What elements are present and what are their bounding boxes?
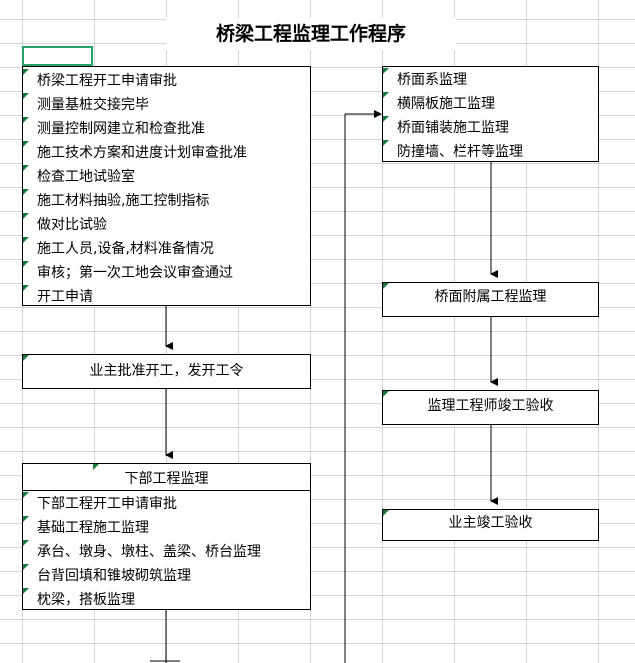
selected-cell[interactable] [22, 46, 93, 66]
engineer-acceptance-box: 监理工程师竣工验收 [382, 390, 599, 425]
substructure-header: 下部工程监理 [124, 471, 209, 487]
cell-marker-icon [23, 69, 29, 75]
cell-marker-icon [23, 588, 29, 594]
list-item: 桥面铺装施工监理 [383, 116, 598, 140]
cell-marker-icon [23, 165, 29, 171]
list-item: 台背回填和锥坡砌筑监理 [23, 564, 310, 588]
cell-marker-icon [23, 93, 29, 99]
cell-marker-icon [383, 68, 389, 74]
cell-marker-icon [23, 141, 29, 147]
cell-marker-icon [23, 237, 29, 243]
arrowhead-return [374, 110, 382, 118]
list-item: 开工申请 [23, 285, 310, 309]
ancillary-works-box: 桥面附属工程监理 [382, 282, 599, 317]
deck-system-box: 桥面系监理 横隔板施工监理 桥面铺装施工监理 防撞墙、栏杆等监理 [382, 66, 599, 162]
list-item: 下部工程开工申请审批 [23, 492, 310, 516]
cell-marker-icon [23, 516, 29, 522]
ancillary-works-label: 桥面附属工程监理 [434, 289, 547, 305]
cell-marker-icon [23, 564, 29, 570]
list-item: 测量控制网建立和检查批准 [23, 117, 310, 141]
list-item: 桥梁工程开工申请审批 [23, 69, 310, 93]
list-item: 施工材料抽验,施工控制指标 [23, 189, 310, 213]
cell-marker-icon [23, 540, 29, 546]
cell-marker-icon [23, 261, 29, 267]
owner-approval-box: 业主批准开工，发开工令 [22, 354, 311, 389]
start-approval-box: 桥梁工程开工申请审批 测量基桩交接完毕 测量控制网建立和检查批准 施工技术方案和… [22, 66, 311, 306]
owner-acceptance-label: 业主竣工验收 [448, 515, 533, 531]
cell-marker-icon [23, 117, 29, 123]
cell-marker-icon [383, 116, 389, 122]
cell-marker-icon [93, 464, 99, 470]
cell-marker-icon [383, 140, 389, 146]
owner-acceptance-box: 业主竣工验收 [382, 509, 599, 541]
owner-approval-label: 业主批准开工，发开工令 [89, 363, 244, 379]
cell-marker-icon [23, 492, 29, 498]
cell-marker-icon [383, 391, 389, 397]
cell-marker-icon [23, 355, 29, 361]
list-item: 承台、墩身、墩柱、盖梁、桥台监理 [23, 540, 310, 564]
list-item: 审核；第一次工地会议审查通过 [23, 261, 310, 285]
list-item: 枕梁，搭板监理 [23, 588, 310, 612]
cell-marker-icon [383, 283, 389, 289]
cell-marker-icon [383, 92, 389, 98]
list-item: 施工技术方案和进度计划审查批准 [23, 141, 310, 165]
header-divider [23, 490, 310, 491]
cell-marker-icon [23, 213, 29, 219]
list-item: 防撞墙、栏杆等监理 [383, 140, 598, 164]
list-item: 桥面系监理 [383, 68, 598, 92]
list-item: 检查工地试验室 [23, 165, 310, 189]
engineer-acceptance-label: 监理工程师竣工验收 [427, 398, 554, 414]
list-item: 做对比试验 [23, 213, 310, 237]
list-item: 测量基桩交接完毕 [23, 93, 310, 117]
substructure-box: 下部工程监理 下部工程开工申请审批 基础工程施工监理 承台、墩身、墩柱、盖梁、桥… [22, 463, 311, 610]
page-title: 桥梁工程监理工作程序 [166, 18, 456, 50]
cell-marker-icon [23, 285, 29, 291]
list-item: 基础工程施工监理 [23, 516, 310, 540]
list-item: 横隔板施工监理 [383, 92, 598, 116]
list-item: 施工人员,设备,材料准备情况 [23, 237, 310, 261]
cell-marker-icon [383, 510, 389, 516]
cell-marker-icon [23, 189, 29, 195]
